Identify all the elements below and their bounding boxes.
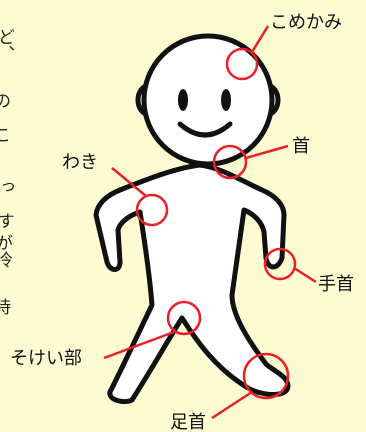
wrist-leader [293,266,317,284]
armpit-leader [111,167,147,197]
temple-marker [225,47,259,81]
figure-body [93,162,291,405]
neck-marker [212,144,248,180]
ankle-leader [211,390,253,420]
vertical-text-col1: ど、 [0,28,14,62]
groin-leader [103,330,175,360]
temple-leader [250,25,270,53]
vertical-text-col2: の こ [0,92,10,143]
label-wrist: 手首 [318,274,354,295]
neck-leader [245,144,289,160]
human-figure [93,33,291,405]
wrist-marker [263,247,297,281]
label-neck: 首 [292,136,310,157]
label-armpit: わき [62,152,98,173]
vertical-text-fragment: ど、 の こ っ す が冷 時 [0,28,14,315]
vertical-text-col4: が冷 [0,234,13,268]
armpit-marker [135,193,169,227]
label-groin: そけい部 [10,348,82,369]
vertical-text-col5: 時 [0,298,10,315]
vertical-text-col3: っ す [0,178,14,229]
smile [177,121,233,138]
label-ankle: 足首 [170,412,206,432]
left-eye [178,89,188,111]
groin-marker [166,300,202,336]
label-temple: こめかみ [270,12,342,33]
ankle-marker [242,352,290,400]
face [177,89,233,138]
right-eye [221,89,231,111]
markers [103,25,317,420]
head [141,33,275,167]
